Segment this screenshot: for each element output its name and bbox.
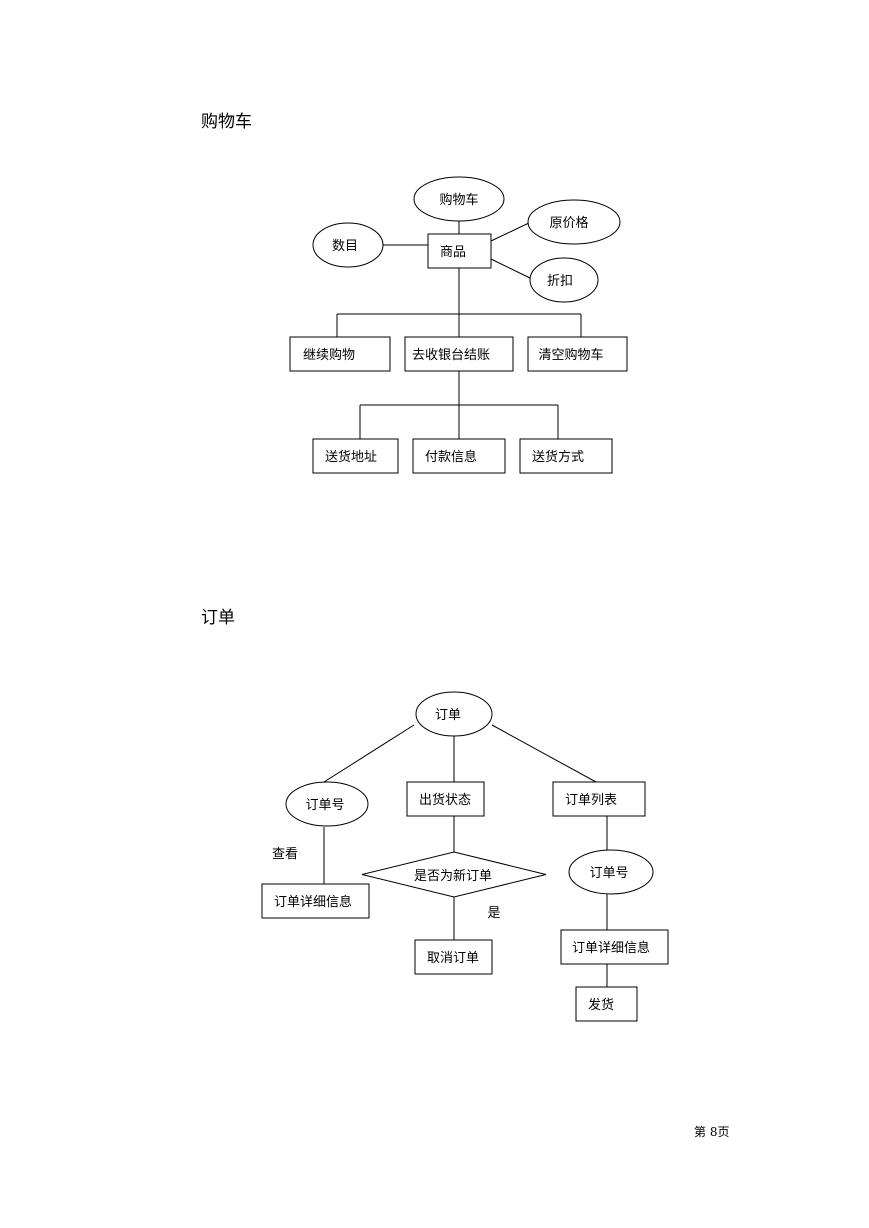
shipping-method-node: 送货方式 bbox=[519, 438, 613, 474]
original-price-node: 原价格 bbox=[527, 199, 621, 245]
cart-section-heading: 购物车 bbox=[201, 112, 252, 132]
yes-edge-label: 是 bbox=[487, 906, 500, 921]
view-edge-label: 查看 bbox=[272, 846, 298, 862]
order-label: 订单 bbox=[435, 708, 461, 723]
cart-node-label: 购物车 bbox=[439, 192, 478, 208]
clear-cart-label: 清空购物车 bbox=[538, 347, 603, 363]
payment-info-node: 付款信息 bbox=[412, 438, 506, 474]
order-list-label: 订单列表 bbox=[565, 793, 617, 808]
continue-shopping-node: 继续购物 bbox=[289, 336, 391, 372]
clear-cart-node: 清空购物车 bbox=[527, 336, 628, 372]
shipping-address-label: 送货地址 bbox=[325, 449, 377, 465]
order-diagram-connectors bbox=[323, 724, 608, 987]
order-detail-left-label: 订单详细信息 bbox=[274, 894, 352, 910]
order-detail-right-node: 订单详细信息 bbox=[560, 929, 669, 965]
cart-diagram-connectors bbox=[336, 221, 582, 439]
discount-node: 折扣 bbox=[529, 257, 599, 303]
order-node: 订单 bbox=[415, 691, 493, 737]
cancel-order-label: 取消订单 bbox=[427, 951, 479, 966]
order-detail-left-node: 订单详细信息 bbox=[261, 883, 370, 919]
shipping-method-label: 送货方式 bbox=[532, 449, 584, 465]
order-list-node: 订单列表 bbox=[552, 781, 646, 817]
is-new-order-label: 是否为新订单 bbox=[414, 868, 492, 884]
ship-label: 发货 bbox=[588, 997, 614, 1013]
shipping-address-node: 送货地址 bbox=[312, 438, 399, 474]
order-number-right-node: 订单号 bbox=[568, 849, 654, 895]
ship-node: 发货 bbox=[575, 986, 638, 1022]
checkout-label: 去收银台结账 bbox=[412, 348, 490, 363]
quantity-node: 数目 bbox=[312, 222, 384, 268]
is-new-order-decision: 是否为新订单 bbox=[361, 851, 547, 898]
order-section-heading: 订单 bbox=[201, 608, 235, 628]
shipping-status-node: 出货状态 bbox=[406, 781, 485, 817]
order-number-right-label: 订单号 bbox=[589, 866, 628, 881]
order-number-left-label: 订单号 bbox=[305, 798, 344, 813]
order-detail-right-label: 订单详细信息 bbox=[572, 940, 650, 956]
cancel-order-node: 取消订单 bbox=[414, 939, 493, 975]
page-number: 第 8页 bbox=[694, 1125, 730, 1139]
payment-info-label: 付款信息 bbox=[425, 449, 477, 465]
checkout-node: 去收银台结账 bbox=[404, 336, 514, 372]
discount-label: 折扣 bbox=[547, 274, 573, 289]
original-price-label: 原价格 bbox=[549, 215, 588, 231]
product-node: 商品 bbox=[427, 233, 492, 269]
continue-shopping-label: 继续购物 bbox=[303, 347, 355, 363]
product-label: 商品 bbox=[440, 245, 466, 260]
order-number-left-node: 订单号 bbox=[285, 781, 369, 827]
quantity-label: 数目 bbox=[332, 239, 358, 254]
shipping-status-label: 出货状态 bbox=[419, 792, 471, 808]
cart-node: 购物车 bbox=[413, 176, 505, 222]
